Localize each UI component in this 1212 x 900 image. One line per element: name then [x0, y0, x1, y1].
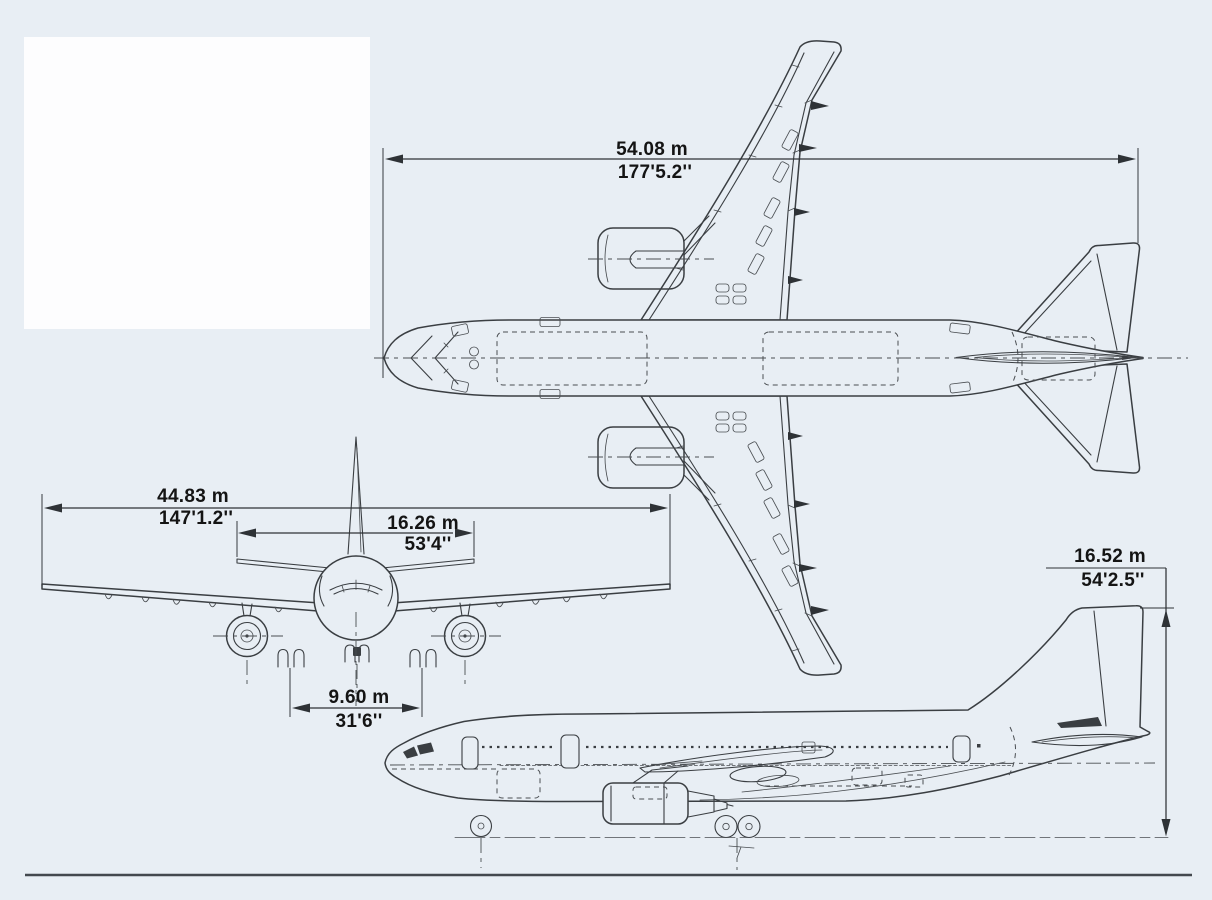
- plan-engine-pylon: [683, 215, 716, 256]
- tailplane-metric-label: 16.26 m: [387, 513, 459, 534]
- plan-engine: [588, 215, 716, 290]
- front-fuselage-circle: [313, 555, 399, 641]
- height-imperial-label: 54'2.5'': [1081, 570, 1145, 591]
- plan-door-markers: [451, 317, 971, 399]
- plan-spoiler-panels: [747, 129, 799, 275]
- side-wing: [639, 741, 1006, 801]
- plan-view: [374, 40, 1188, 676]
- dimension-wheel-track: 9.60 m 31'6'': [289, 668, 423, 732]
- plan-roof-hatches: [469, 346, 479, 370]
- front-windshield: [318, 575, 394, 607]
- side-doors: [461, 734, 971, 770]
- track-imperial-label: 31'6'': [335, 711, 382, 732]
- height-metric-label: 16.52 m: [1074, 546, 1146, 567]
- plan-cabin-zones: [496, 331, 1096, 386]
- plan-flap-line: [779, 51, 835, 321]
- front-nose-gear: [344, 644, 370, 663]
- dimension-wing-span: 44.83 m 147'1.2'': [41, 486, 671, 586]
- front-main-gear-left: [277, 648, 305, 668]
- side-main-gear: [714, 814, 761, 870]
- dimension-tailplane-span: 16.26 m 53'4'': [236, 513, 475, 557]
- dimension-overall-height: 16.52 m 54'2.5'': [1046, 546, 1174, 837]
- front-main-gear-right: [409, 648, 437, 668]
- side-engine: [602, 765, 734, 825]
- plan-flap-track-fairings: [788, 101, 829, 284]
- side-rudder-line: [1093, 610, 1107, 727]
- side-cargo-zones: [496, 726, 1016, 799]
- span-metric-label: 44.83 m: [157, 486, 229, 507]
- blank-label-panel: [24, 37, 370, 329]
- side-windows: [482, 744, 981, 749]
- plan-wing-root-panels: [715, 283, 747, 433]
- side-nose-gear: [469, 814, 493, 868]
- front-fin: [347, 436, 365, 555]
- front-engine-left: [213, 602, 283, 688]
- plan-wing-upper: [588, 40, 842, 321]
- length-imperial-label: 177'5.2'': [618, 162, 692, 183]
- front-tailplane: [236, 558, 475, 573]
- side-cockpit-windows: [403, 742, 434, 759]
- side-tailplane: [1031, 717, 1143, 747]
- track-metric-label: 9.60 m: [329, 687, 390, 708]
- front-view: [41, 436, 671, 706]
- plan-slat-line: [648, 52, 805, 321]
- span-imperial-label: 147'1.2'': [159, 508, 233, 529]
- side-view: [384, 605, 1169, 870]
- front-flap-fairings: [104, 593, 608, 613]
- length-metric-label: 54.08 m: [616, 139, 688, 160]
- tailplane-imperial-label: 53'4'': [404, 534, 451, 555]
- dimension-overall-length: 54.08 m 177'5.2'': [382, 139, 1139, 378]
- plan-wing-outline: [640, 40, 842, 321]
- front-engine-right: [431, 602, 501, 688]
